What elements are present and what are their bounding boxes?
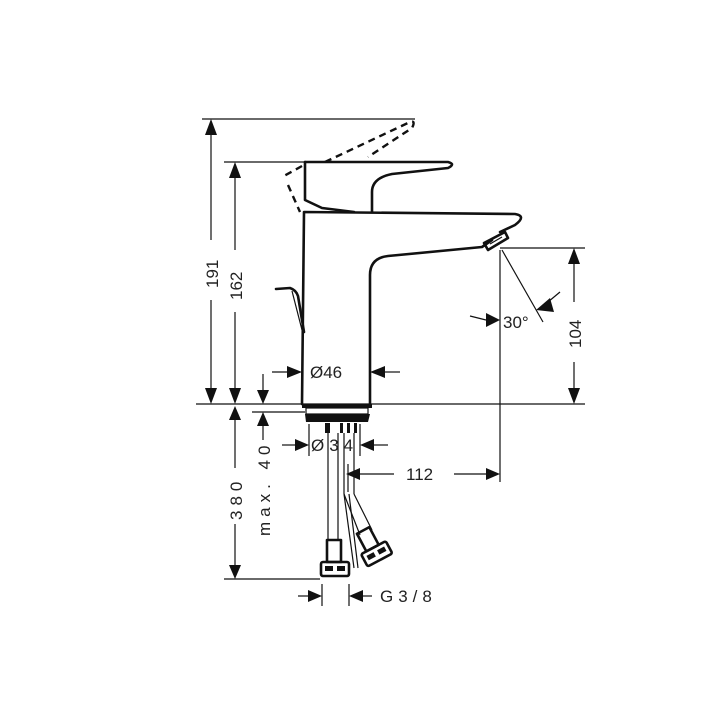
mounting-base [302,404,372,433]
dim-spray-angle: 30° [469,249,561,332]
dim-380-label: 380 [227,477,246,520]
lever-closed [303,160,454,214]
dim-34-label: Ø34 [311,436,358,455]
dim-overall-height: 191 [203,119,222,404]
dim-countertop-thickness: max. 40 [255,374,274,536]
dim-g38-label: G3/8 [380,587,437,606]
dim-191-label: 191 [203,260,222,288]
lever-open-phantom [283,120,415,213]
dim-spout-height: 104 [566,248,585,404]
dim-connection-thread: G3/8 [298,584,437,606]
dim-112-label: 112 [406,465,433,484]
dim-30deg-label: 30° [503,313,529,332]
extension-lines [196,118,585,580]
dim-104-label: 104 [566,320,585,348]
dim-46-label: Ø46 [310,363,342,382]
dim-body-diameter: Ø46 [272,363,400,382]
dim-spout-projection: 112 [346,464,500,492]
dim-hose-length: 380 [227,406,246,579]
dim-hole-diameter: Ø34 [282,424,388,456]
drain-rod [274,286,306,334]
dim-162-label: 162 [227,272,246,300]
faucet-body [300,210,523,406]
supply-hoses [319,433,393,578]
dim-lever-height: 162 [227,162,246,404]
dim-max40-label: max. 40 [255,441,274,536]
